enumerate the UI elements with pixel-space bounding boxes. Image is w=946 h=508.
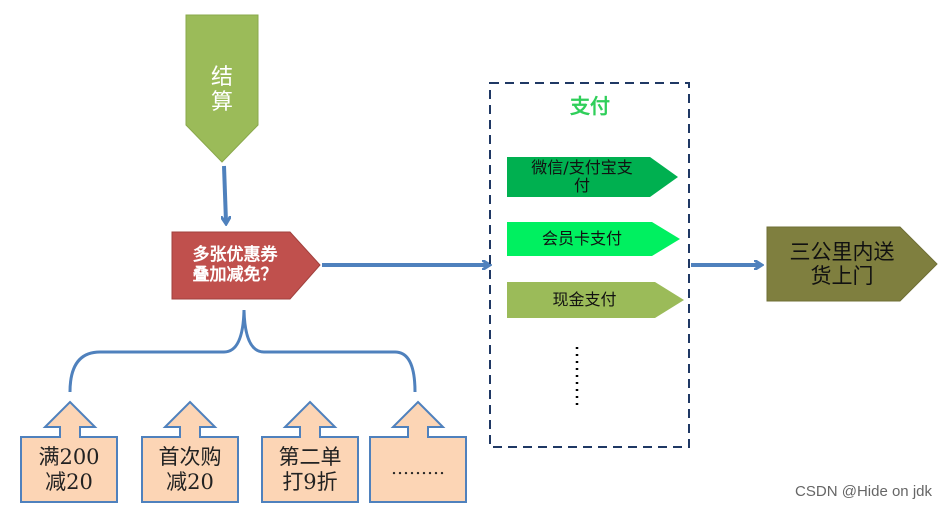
- coupon-shape-1: [20, 400, 118, 503]
- arrow-checkout-to-coupon: [224, 165, 226, 222]
- payment-method-cash-shape: [507, 282, 684, 318]
- coupon-shape-3: [261, 400, 359, 503]
- delivery-shape: [766, 226, 938, 302]
- payment-method-member-card-shape: [507, 222, 680, 256]
- coupon-types-brace: [68, 309, 417, 393]
- checkout-arrow-shape: [185, 14, 259, 163]
- payment-container: [489, 82, 690, 448]
- coupon-shape-2: [141, 400, 239, 503]
- coupon-shape-4: [369, 400, 467, 503]
- payment-title: 支付: [570, 94, 610, 118]
- coupon-question-shape: [171, 231, 321, 300]
- watermark: CSDN @Hide on jdk: [795, 483, 932, 500]
- payment-method-wechat-alipay-shape: [507, 157, 678, 197]
